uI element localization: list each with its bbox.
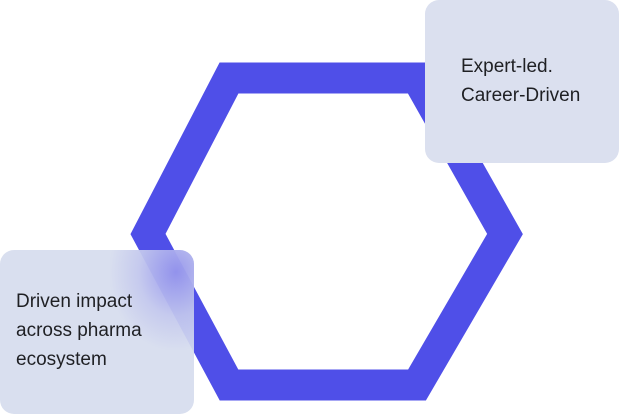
- expert-led-line-2: Career-Driven: [461, 85, 581, 106]
- hexagon-outline: [130, 62, 523, 401]
- driven-impact-line-2: across pharma: [16, 320, 142, 341]
- driven-impact-line-1: Driven impact: [16, 291, 133, 312]
- driven-impact-card: Driven impact across pharma ecosystem: [0, 250, 194, 414]
- expert-led-line-1: Expert-led.: [461, 56, 553, 77]
- expert-led-card: Expert-led. Career-Driven: [425, 0, 619, 163]
- driven-impact-line-3: ecosystem: [16, 349, 107, 370]
